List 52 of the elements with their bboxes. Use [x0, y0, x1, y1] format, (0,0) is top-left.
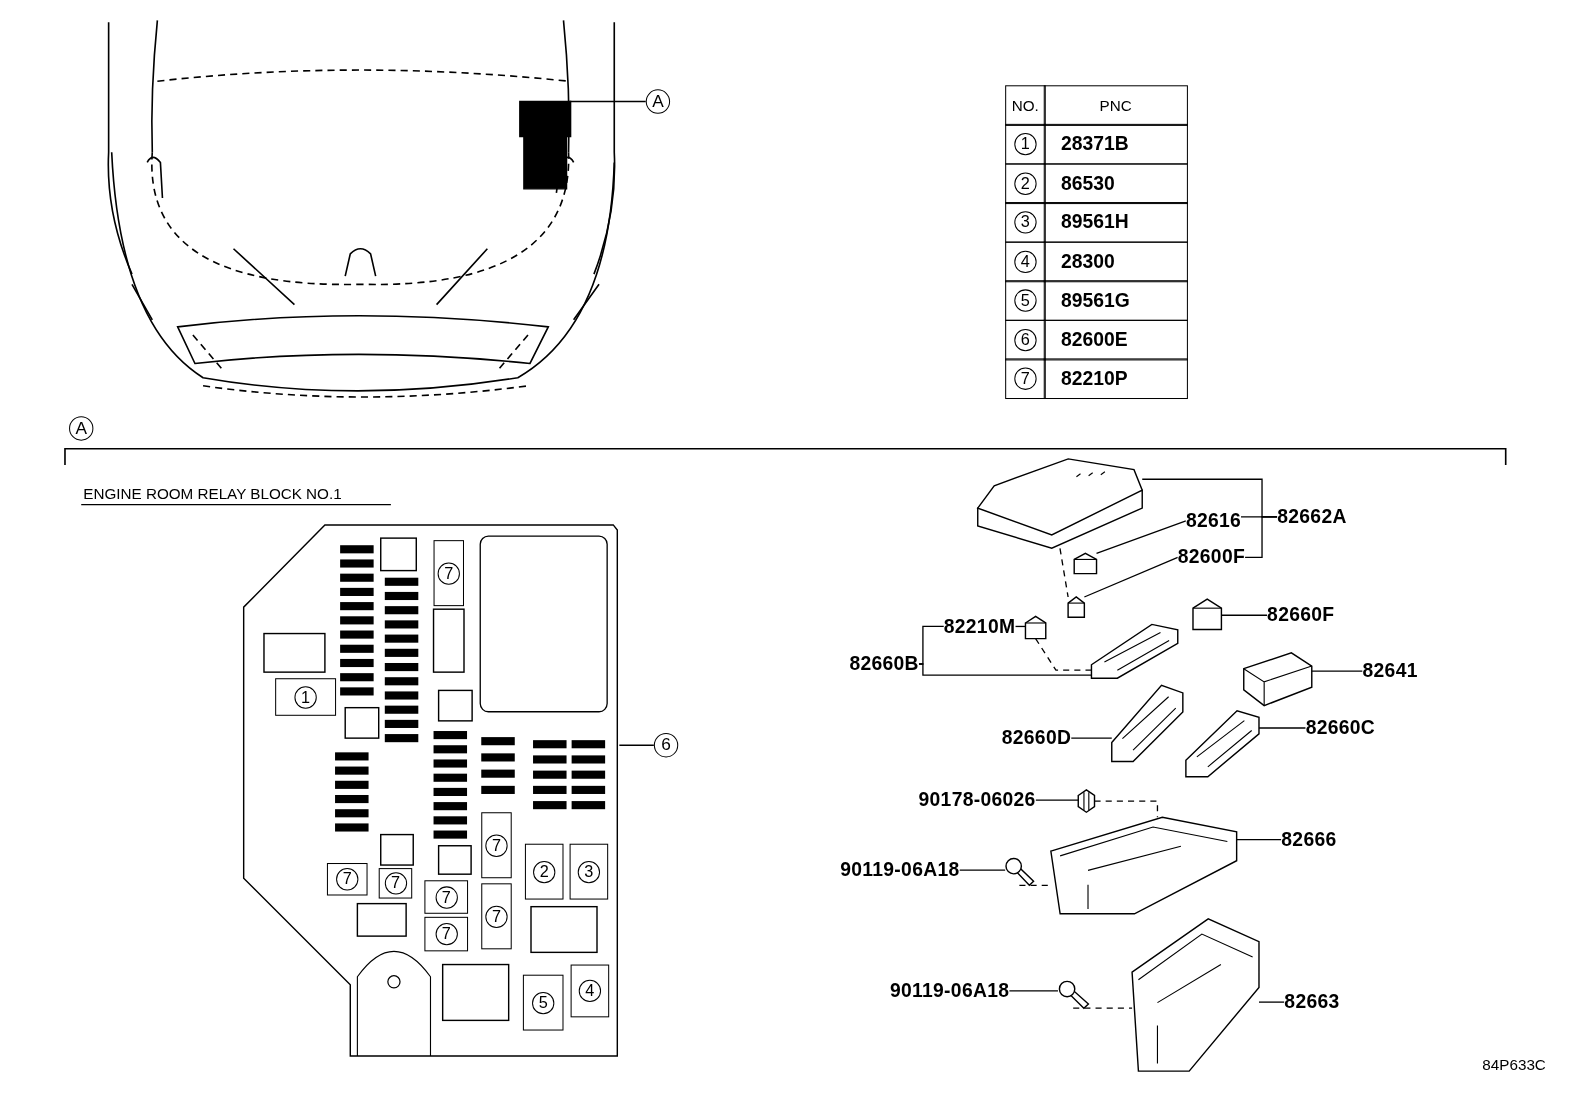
assembly-line — [1034, 637, 1093, 671]
bolt-drawing — [1005, 857, 1034, 886]
assembly-line — [1072, 1007, 1133, 1009]
relay-slot: 7 — [424, 880, 469, 914]
relay-slot: 1 — [275, 678, 337, 716]
leader-line — [568, 100, 647, 103]
drawing-number: 84P633C — [1482, 1055, 1546, 1074]
section-letter: A — [69, 416, 94, 441]
relay-drawing — [1243, 652, 1312, 706]
callout-letter: A — [645, 89, 671, 114]
bracket-drawing — [1132, 918, 1259, 1072]
callout-number: 6 — [653, 733, 679, 758]
bolt-drawing — [1057, 980, 1089, 1009]
leader-line — [1244, 516, 1278, 559]
relay-slot: 5 — [522, 974, 564, 1031]
assembly-line — [1059, 547, 1069, 598]
leader-line — [1008, 990, 1059, 992]
leader-line — [618, 744, 655, 746]
connector-block-drawing — [1111, 685, 1183, 762]
relay-slot: 7 — [424, 916, 469, 952]
leader-line — [1220, 614, 1268, 616]
leader-line — [1095, 520, 1187, 554]
assembly-line — [1093, 800, 1159, 818]
leader-line — [918, 663, 1093, 676]
fuse-drawing — [1068, 597, 1085, 618]
connector-block-drawing — [1185, 710, 1259, 777]
relay-slot: 7 — [481, 883, 512, 950]
relay-slot: 2 — [524, 843, 564, 900]
leader-line — [958, 869, 1006, 871]
relay-slot: 7 — [481, 812, 512, 879]
relay-slot: 4 — [570, 964, 610, 1018]
case-drawing — [1050, 817, 1237, 914]
relay-slot: 7 — [326, 863, 368, 896]
section-title: ENGINE ROOM RELAY BLOCK NO.1 — [83, 484, 342, 502]
leader-line — [1014, 625, 1027, 628]
leader-line — [1070, 737, 1113, 739]
connector-block-drawing — [1091, 624, 1178, 679]
relay-slot: 3 — [569, 843, 609, 900]
relay-drawing — [1025, 616, 1046, 639]
nut-drawing — [1078, 789, 1095, 813]
leader-line — [1083, 556, 1179, 598]
leader-line — [1311, 670, 1364, 672]
relay-slot: 7 — [378, 868, 413, 899]
leader-line — [1258, 1001, 1286, 1003]
leader-line — [1258, 727, 1307, 729]
clip-drawing — [1074, 553, 1097, 574]
relay-drawing — [1193, 599, 1222, 630]
leader-line — [1236, 839, 1282, 841]
relay-slot: 7 — [433, 540, 464, 607]
fuse-box-cover-drawing — [977, 458, 1143, 549]
leader-line — [1034, 799, 1079, 801]
relay-block-location-drawing — [519, 101, 571, 189]
